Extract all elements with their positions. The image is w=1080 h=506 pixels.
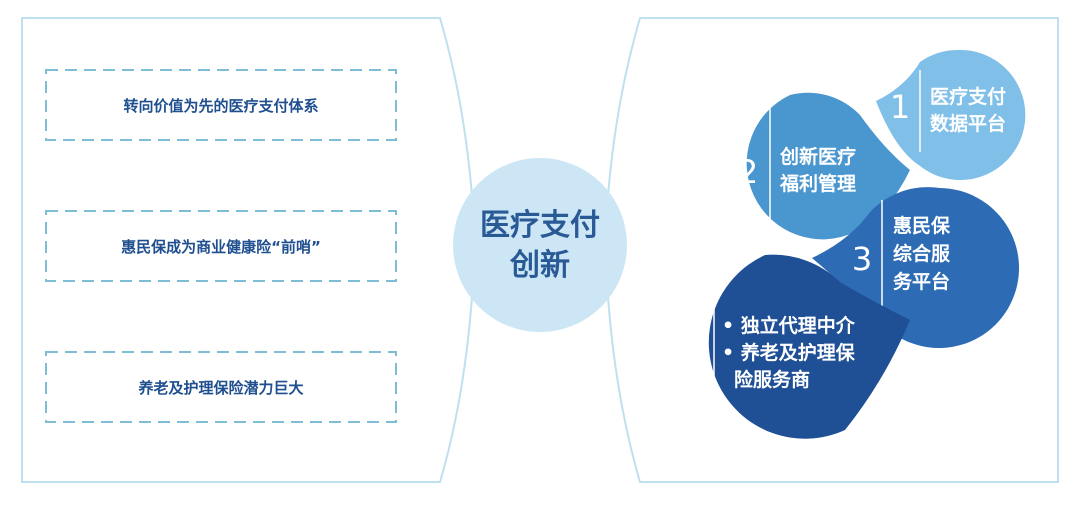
left-item-label-3: 养老及护理保险潜力巨大	[137, 379, 303, 397]
drop-3-line-2: 综合服	[893, 242, 951, 265]
drop-1	[876, 49, 1026, 180]
center-title-line2: 创新	[509, 248, 570, 283]
drop-1-number: 1	[890, 88, 910, 126]
drop-1-line-1: 医疗支付	[930, 85, 1006, 108]
left-item-label-1: 转向价值为先的医疗支付体系	[123, 97, 318, 115]
left-item-box-1	[45, 69, 397, 141]
center-circle	[453, 158, 627, 332]
center-title-line1: 医疗支付	[480, 208, 600, 243]
left-item-label-2: 惠民保成为商业健康险“前哨”	[121, 238, 321, 256]
drop-2-line-2: 福利管理	[779, 172, 856, 195]
drop-4-line-1: • 独立代理中介	[722, 314, 856, 337]
drop-4-line-3: 险服务商	[734, 368, 810, 391]
drop-1-line-2: 数据平台	[930, 112, 1006, 135]
drop-2	[746, 92, 910, 240]
drop-3-number: 3	[852, 240, 872, 278]
drop-2-line-1: 创新医疗	[779, 145, 856, 168]
drop-4-line-2: • 养老及护理保	[722, 341, 856, 364]
drop-3	[812, 187, 1020, 348]
drop-4	[708, 254, 910, 439]
drop-2-number: 2	[738, 153, 758, 191]
drop-3-line-1: 惠民保	[893, 214, 951, 237]
left-item-box-2	[45, 210, 397, 282]
drop-4-number: 4	[682, 335, 702, 373]
drop-3-line-3: 务平台	[893, 270, 950, 293]
left-item-box-3	[45, 351, 397, 423]
